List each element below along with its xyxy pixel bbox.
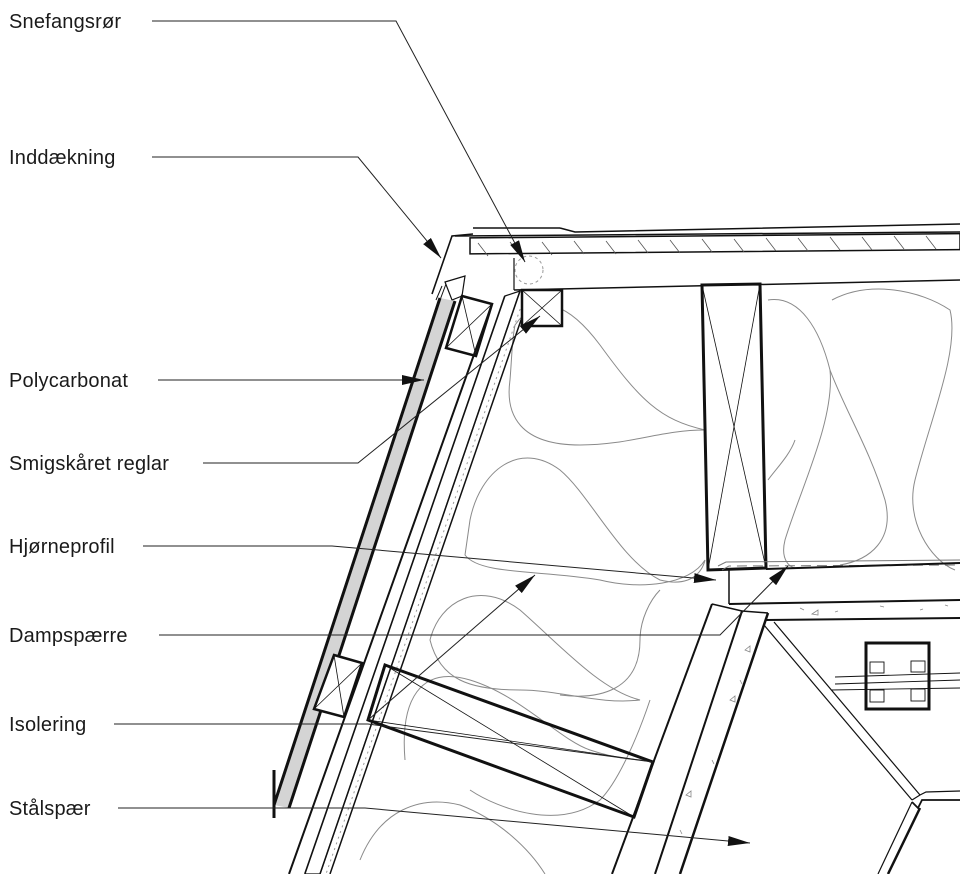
bevelled-stud: [520, 288, 564, 328]
leader-staalspaer: [118, 807, 751, 846]
hatch-pattern: [477, 235, 937, 257]
polycarbonate-panel: [274, 298, 455, 808]
leader-hjorneprofil: [143, 545, 717, 584]
batten-top: [444, 294, 494, 358]
timber-rafter: [700, 282, 768, 572]
callout-polycarbonat: Polycarbonat: [9, 370, 129, 392]
callout-smigskaaret-reglar: Smigskåret reglar: [9, 453, 170, 475]
ceiling-beam: [717, 559, 960, 621]
flashing: [431, 233, 474, 295]
inclined-beam: [366, 663, 655, 819]
roof-deck: [454, 223, 960, 291]
leader-isolering: [114, 723, 654, 763]
leader-isolering-upper: [367, 574, 536, 721]
insulation-pattern: [359, 288, 956, 875]
callout-inddaekning: Inddækning: [9, 147, 116, 169]
callout-isolering: Isolering: [9, 714, 87, 736]
callout-snefangsror: Snefangsrør: [9, 11, 122, 33]
diagonal-member: [763, 621, 960, 875]
steel-rafter: [611, 603, 770, 875]
leader-smigskaaret: [203, 315, 541, 464]
callout-staalspaer: Stålspær: [9, 798, 91, 820]
leader-inddaekning: [152, 156, 442, 259]
leader-snefangsror: [152, 20, 526, 263]
callout-hjorneprofil: Hjørneprofil: [9, 536, 115, 558]
leader-lines: [114, 20, 789, 846]
callout-dampspaerre: Dampspærre: [9, 625, 128, 647]
snow-catch-tube: [514, 255, 544, 285]
leader-dampspaerre: [159, 565, 789, 636]
steel-bracket: [830, 641, 960, 711]
